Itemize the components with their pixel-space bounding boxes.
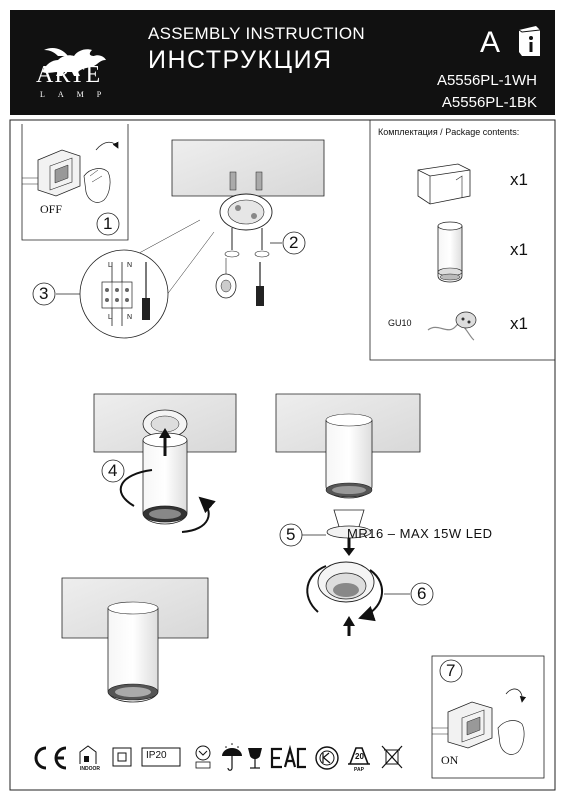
wire-l2-label: L [108, 314, 112, 321]
brand-sub: LAMP [40, 90, 115, 99]
step4-number: 4 [108, 461, 118, 480]
title-ru: ИНСТРУКЦИЯ [148, 46, 333, 74]
header-bar: ARTE LAMP ASSEMBLY INSTRUCTION ИНСТРУКЦИ… [10, 10, 555, 115]
indoor-label: INDOOR [80, 766, 100, 772]
final-lamp-drawing [61, 577, 209, 703]
step7-number: 7 [446, 661, 456, 680]
step2-number: 2 [289, 233, 299, 252]
page-frame [9, 119, 556, 791]
step7-switch-on-drawing [431, 655, 545, 779]
ks-mark-icon [315, 746, 339, 770]
package-qty-lamp: x1 [510, 240, 528, 259]
step1-badge [96, 212, 120, 236]
model-code-bk: A5556PL-1BK [441, 94, 537, 111]
indoor-icon [79, 745, 97, 764]
keep-dry-icon [222, 743, 242, 771]
pap-number: 20 [355, 752, 364, 761]
ip20-icon [141, 747, 181, 767]
brand-name: ARTE [36, 62, 102, 88]
package-qty-gu10: x1 [510, 314, 528, 333]
wire-l-label: L [108, 262, 112, 269]
step5-number: 5 [286, 525, 296, 544]
step3-badge [32, 282, 56, 306]
package-contents-box [369, 119, 556, 361]
step2-badge [282, 231, 306, 255]
step3-number: 3 [39, 284, 49, 303]
step1-number: 1 [103, 214, 113, 233]
title-en: ASSEMBLY INSTRUCTION [148, 24, 365, 43]
step4-badge [101, 459, 125, 483]
arte-griffin-logo-icon [42, 48, 106, 76]
package-qty-bracket: x1 [510, 170, 528, 189]
model-code-wh: A5556PL-1WH [436, 72, 537, 89]
fragile-icon [248, 748, 262, 769]
no-bin-icon [381, 745, 403, 769]
step1-switch-off-drawing [21, 124, 129, 241]
info-book-icon [518, 26, 541, 56]
pap-label: PAP [354, 767, 364, 773]
step4-drawing [93, 393, 237, 533]
step7-badge [439, 659, 463, 683]
ce-mark-icon [34, 746, 67, 770]
off-label: OFF [40, 202, 63, 216]
eac-mark-icon [270, 744, 306, 769]
ambient-temp-icon [195, 745, 211, 769]
gu10-label: GU10 [388, 318, 412, 328]
wire-n2-label: N [127, 314, 133, 321]
certifications-row [34, 743, 403, 771]
recycle-pap-icon [348, 747, 370, 765]
header-letter: A [480, 26, 501, 59]
step6-badge [410, 582, 434, 606]
step2-ceiling-drawing [129, 139, 325, 313]
step5-badge [279, 523, 303, 547]
lamp-spec-label: MR16 – MAX 15W LED [347, 526, 493, 541]
step3-wiring-drawing [32, 249, 169, 339]
step5-6-drawing [275, 393, 434, 636]
wire-n-label: N [127, 262, 133, 269]
package-title: Комплектация / Package contents: [378, 127, 520, 137]
on-label: ON [441, 753, 459, 767]
step6-number: 6 [417, 584, 427, 603]
ip-rating-label: IP20 [146, 750, 167, 761]
class-ii-icon [112, 747, 132, 767]
